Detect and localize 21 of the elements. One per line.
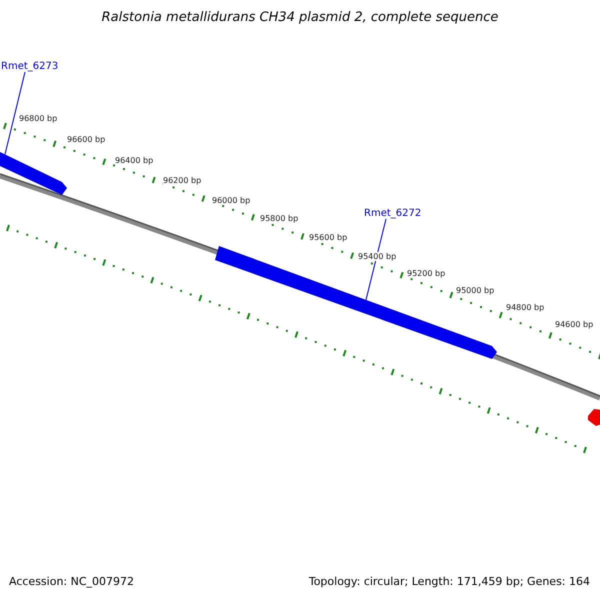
leader-line (4, 72, 26, 155)
gene-arrow (588, 409, 600, 426)
title: Ralstonia metallidurans CH34 plasmid 2, complete sequence (100, 10, 500, 25)
scale-label: 95000 bp (456, 286, 494, 295)
scale-label: 94800 bp (506, 303, 544, 312)
scale-label: 96600 bp (67, 135, 106, 144)
scale-label: 94600 bp (555, 320, 594, 329)
summary-text: Topology: circular; Length: 171,459 bp; Genes: 164 (308, 575, 590, 588)
scale-label: 95800 bp (260, 214, 298, 223)
scale-label: 96200 bp (163, 176, 202, 185)
scale-label: 95400 bp (358, 252, 396, 261)
scale-label: 95200 bp (407, 269, 446, 278)
leader-line (366, 218, 386, 300)
gene-arrow (0, 152, 67, 195)
gene-label: Rmet_6273 (1, 61, 58, 72)
gene-arrow (215, 246, 497, 359)
accession-text: Accession: NC_007972 (9, 575, 134, 588)
scale-label: 96800 bp (19, 114, 58, 123)
scale-label: 96400 bp (115, 156, 154, 165)
gene-label: Rmet_6272 (364, 208, 422, 219)
scale-label: 96000 bp (212, 196, 250, 205)
